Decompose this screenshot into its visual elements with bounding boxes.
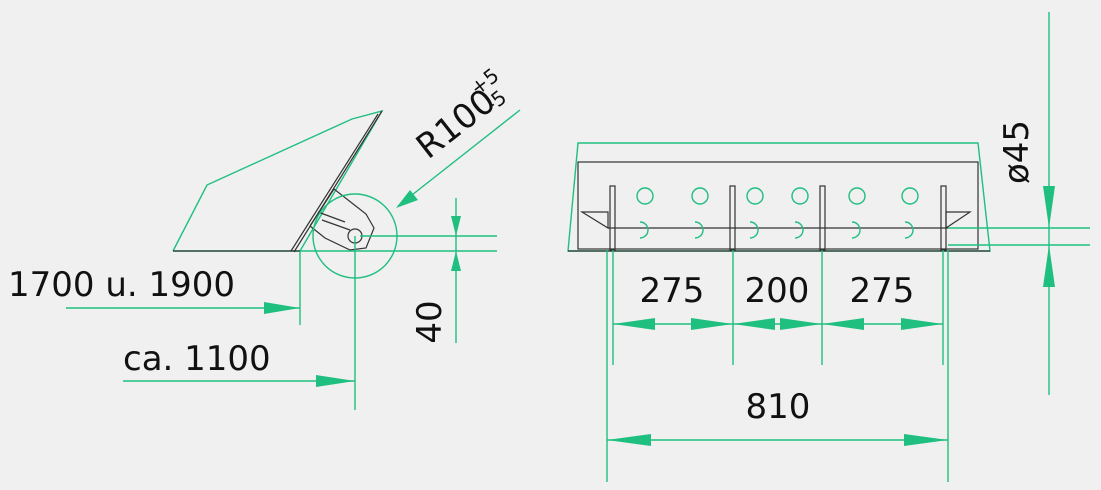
- left-bracket-triangle: [579, 211, 609, 230]
- dim-arrow: [780, 318, 822, 330]
- dim-arrow: [733, 318, 775, 330]
- hook: [904, 221, 914, 239]
- range-dimension-text: 1700 u. 1900: [8, 265, 235, 305]
- spacing-middle-text: 200: [745, 271, 810, 311]
- dim-arrow: [691, 318, 733, 330]
- spacing-left-text: 275: [640, 271, 705, 311]
- dim-arrow-dia-bottom: [1043, 245, 1055, 287]
- hook: [694, 221, 704, 239]
- approx-dimension-text: ca. 1100: [123, 339, 271, 379]
- hole: [746, 187, 764, 205]
- height-dimension-text: 40: [410, 300, 450, 343]
- dim-arrow-dia-top: [1043, 186, 1055, 228]
- side-strut-2: [321, 219, 351, 231]
- hook: [639, 221, 649, 239]
- radius-leader-arrow: [396, 190, 418, 208]
- side-blade-line: [293, 110, 383, 253]
- hole: [636, 187, 654, 205]
- hole: [691, 187, 709, 205]
- dim-arrow: [822, 318, 864, 330]
- side-bracket: [309, 188, 375, 251]
- spacing-right-text: 275: [850, 271, 915, 311]
- dim-arrow-overall-right: [904, 434, 948, 446]
- dim-arrow: [613, 318, 655, 330]
- side-blade-line-inner: [290, 113, 379, 252]
- hole: [848, 187, 866, 205]
- dim-arrow-approx: [316, 375, 355, 387]
- dim-arrow-40-bottom: [451, 251, 461, 271]
- dim-arrow: [901, 318, 943, 330]
- front-frame: [577, 161, 979, 250]
- side-strut: [317, 211, 346, 223]
- radius-leader: [397, 109, 521, 207]
- hole: [901, 187, 919, 205]
- dim-arrow-40-top: [451, 216, 461, 236]
- dim-arrow-range: [264, 302, 300, 314]
- front-view: 275 200 275 810 ø45: [567, 12, 1090, 482]
- dim-arrow-overall-left: [607, 434, 651, 446]
- hook: [749, 221, 759, 239]
- hook: [851, 221, 861, 239]
- diameter-text: ø45: [997, 120, 1037, 184]
- hook: [794, 221, 804, 239]
- overall-width-text: 810: [746, 387, 811, 427]
- hole: [791, 187, 809, 205]
